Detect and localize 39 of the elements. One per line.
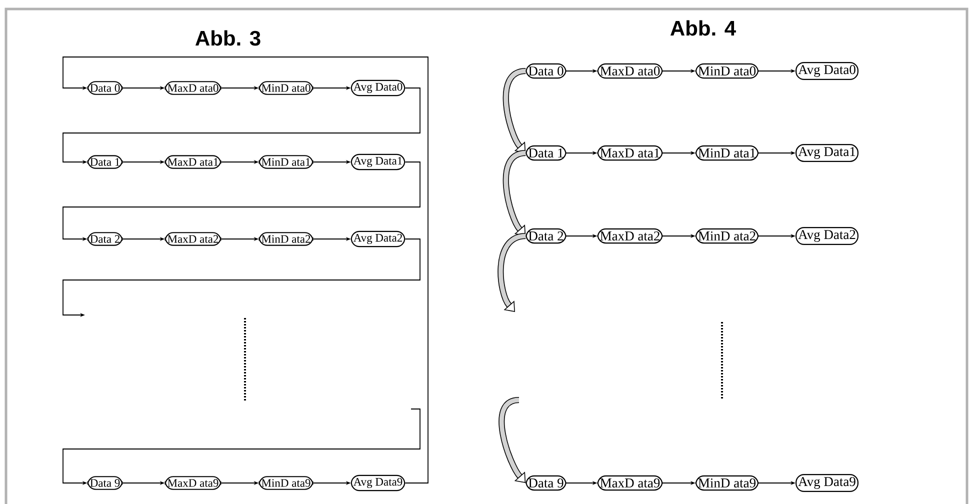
process-box: MinD ata1 [258, 155, 314, 169]
curved-arrow [502, 68, 526, 153]
process-box: Data 0 [87, 81, 123, 95]
process-box: Avg Data0 [350, 80, 406, 96]
process-box: MaxD ata9 [597, 475, 663, 491]
process-box: Data 1 [87, 155, 123, 169]
process-box: Avg Data1 [796, 144, 858, 162]
process-box: MaxD ata2 [164, 232, 222, 246]
process-box: Avg Data0 [796, 62, 858, 80]
process-box: MaxD ata9 [164, 476, 222, 490]
process-box: Data 2 [526, 228, 566, 244]
process-box: MinD ata0 [695, 63, 759, 79]
process-box: Data 0 [526, 63, 566, 79]
process-box: Avg Data2 [350, 230, 406, 248]
process-box: Avg Data9 [796, 474, 858, 492]
process-box: Data 9 [526, 475, 566, 491]
process-box: MinD ata0 [258, 81, 314, 95]
process-box: MaxD ata0 [164, 81, 222, 95]
process-box: Avg Data1 [350, 154, 406, 170]
arrow [62, 56, 428, 484]
process-box: MinD ata2 [695, 228, 759, 244]
process-box: MinD ata1 [695, 145, 759, 161]
process-box: MaxD ata1 [597, 145, 663, 161]
process-box: MinD ata9 [695, 475, 759, 491]
process-box: MaxD ata2 [597, 228, 663, 244]
process-box: Data 9 [87, 476, 123, 490]
process-box: Data 1 [526, 145, 566, 161]
process-box: MinD ata2 [258, 232, 314, 246]
process-box: Avg Data2 [796, 227, 858, 245]
figure-title: Abb. 4 [670, 20, 736, 36]
process-box: Data 2 [87, 232, 123, 246]
process-box: MaxD ata1 [164, 155, 222, 169]
curved-arrow [498, 397, 526, 483]
curved-arrow [502, 150, 526, 236]
curved-arrow [498, 232, 526, 312]
process-box: Avg Data9 [350, 474, 406, 492]
process-box: MinD ata9 [258, 476, 314, 490]
figure-title: Abb. 3 [195, 30, 260, 46]
process-box: MaxD ata0 [597, 63, 663, 79]
